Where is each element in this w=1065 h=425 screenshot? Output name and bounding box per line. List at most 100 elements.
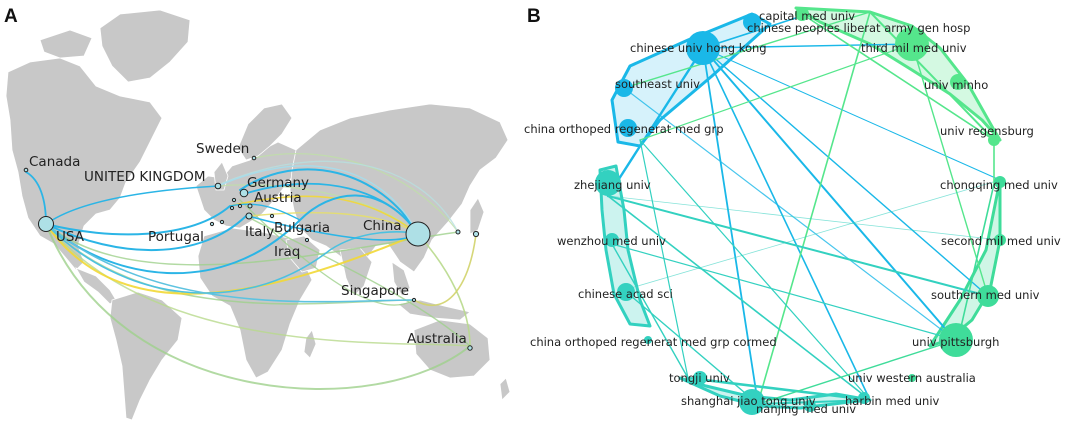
link [45,194,419,275]
edge [757,339,957,405]
link [239,199,415,306]
panel-b: B [524,6,1061,416]
edge [611,243,689,379]
link [245,215,471,347]
label-chinese-peoples-liberat-army-gen-hosp: chinese peoples liberat army gen hosp [747,21,970,35]
label-canada: Canada [29,154,80,170]
node-zhejiang-univ [595,170,621,196]
link [45,205,231,236]
node-southern-med-univ [977,285,999,307]
node-canada [23,167,29,173]
node-nanjing-med-univ [804,400,816,412]
label-china-orthoped-regenerat-med-grp-cormed: china orthoped regenerat med grp cormed [530,335,777,349]
link [229,195,419,235]
edge [759,11,871,397]
link [229,203,301,221]
node-germany [239,188,249,198]
label-wenzhou-med-univ: wenzhou med univ [557,234,666,248]
label-shanghai-jiao-tong-univ: shanghai jiao tong univ [681,394,816,408]
node-bulgaria [269,213,275,219]
node-uk [214,182,222,190]
node-chongqing-med-univ [994,176,1006,188]
country-labels: Canada UNITED KINGDOM Sweden Germany Aus… [29,141,467,347]
node-harbin-med-univ [858,392,870,404]
network-labels: capital med univ chinese peoples liberat… [524,9,1061,416]
node-southeast-univ [615,79,633,97]
node-italy [245,212,253,220]
edge [702,15,803,49]
edge [639,139,689,379]
node-univ-pittsburgh [939,323,973,357]
new-zealand-shape [499,377,511,401]
node-third-mil-med-univ [895,27,929,61]
edge [869,11,995,141]
label-tongji-univ: tongji univ [669,371,730,385]
label-austria: Austria [254,190,302,206]
node-chinese-univ-hong-kong [686,31,720,65]
label-germany: Germany [247,175,309,191]
japan-shape [469,197,485,235]
link [215,160,459,233]
node-iraq [304,237,310,243]
node-sweden [251,155,257,161]
node-univ-regensburg [988,134,1000,146]
link [45,185,219,225]
label-capital-med-univ: capital med univ [759,9,855,23]
asia-shape [289,103,509,273]
node-japan [472,230,480,238]
node-china-orthoped-regenerat-med-grp-cormed [644,336,652,344]
node-france [229,205,235,211]
label-australia: Australia [407,331,467,347]
label-iraq: Iraq [274,244,300,260]
label-singapore: Singapore [341,283,409,299]
world-map [5,9,511,421]
node-usa [38,216,54,232]
edge [639,43,913,141]
node-austria [247,203,253,209]
arctic-islands-shape [39,29,93,59]
node-wenzhou-med-univ [605,233,619,247]
edge [702,43,913,49]
link [45,223,419,294]
label-univ-minho: univ minho [924,78,988,92]
link [239,168,419,235]
node-shanghai-jiao-tong-univ [739,389,765,415]
node-capital-med-univ [743,13,761,31]
node-tongji-univ [693,371,707,385]
edge [623,87,956,341]
label-harbin-med-univ: harbin med univ [845,394,940,408]
node-australia [467,345,473,351]
label-china-orthoped-regenerat-med-grp: china orthoped regenerat med grp [524,122,724,136]
label-portugal: Portugal [148,229,204,245]
edge [623,179,1001,291]
edge [607,195,989,297]
edge [623,11,871,89]
label-southeast-univ: southeast univ [615,77,700,91]
link [253,153,459,233]
link [217,165,419,235]
link [417,233,471,347]
edge [801,13,995,141]
label-chinese-univ-hong-kong: chinese univ hong kong [630,41,767,55]
node-singapore [411,297,417,303]
edge [639,139,871,401]
node-second-mil-med-univ [994,234,1006,246]
link [247,215,419,241]
australia-shape [413,319,491,379]
label-univ-western-australia: univ western australia [848,371,976,385]
label-uk: UNITED KINGDOM [84,169,206,185]
label-sweden: Sweden [196,141,249,157]
hull-teal [598,164,652,328]
node-univ-western-australia [908,374,916,382]
label-nanjing-med-univ: nanjing med univ [756,402,856,416]
link [413,233,477,307]
panel-a-letter: A [4,6,18,27]
label-chongqing-med-univ: chongqing med univ [940,178,1058,192]
edge [606,46,705,198]
label-bulgaria: Bulgaria [274,220,330,236]
label-zhejiang-univ: zhejiang univ [574,178,651,192]
edge [607,195,1001,241]
label-southern-med-univ: southern med univ [931,288,1040,302]
edge [911,43,989,297]
node-chinese-acad-sci [617,283,635,301]
